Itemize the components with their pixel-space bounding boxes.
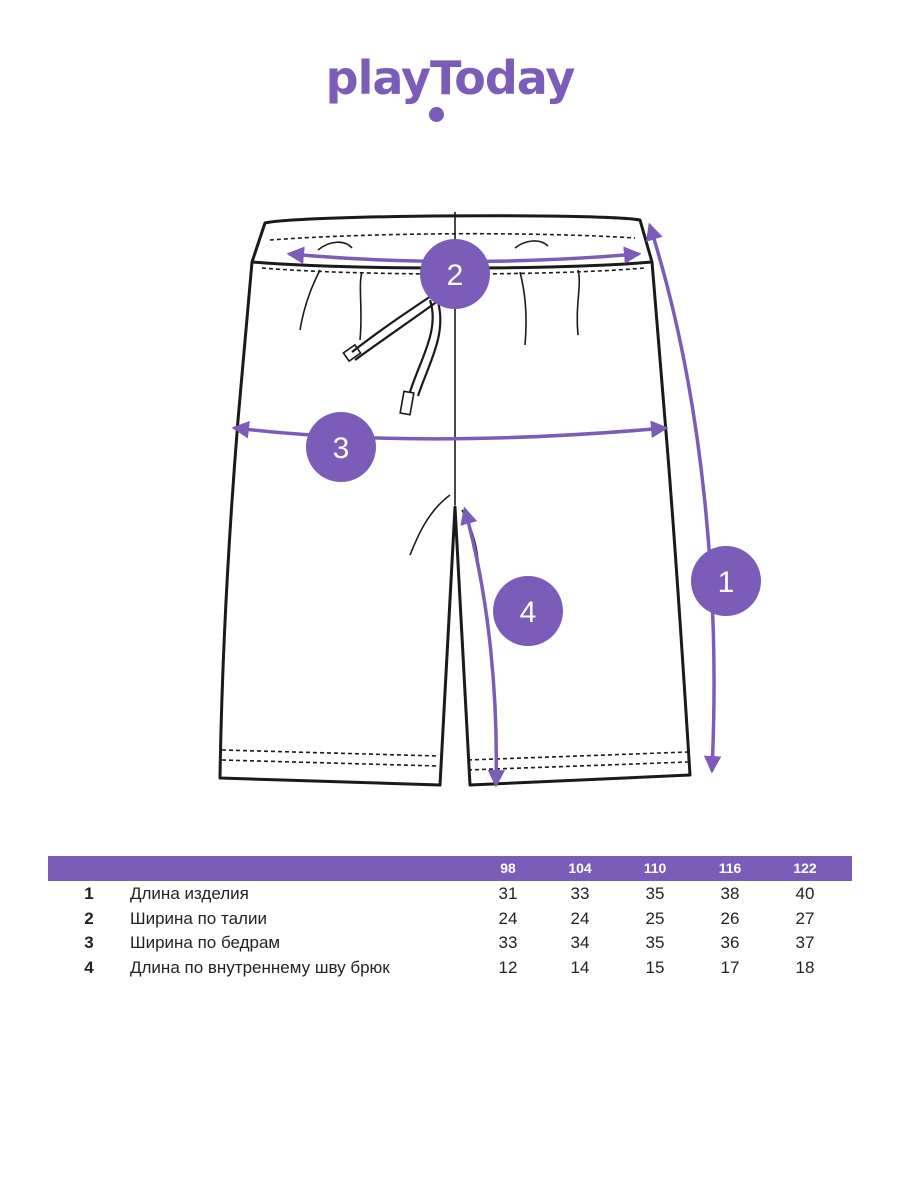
arrow-inseam [460, 506, 506, 788]
table-row: 1 Длина изделия 31 33 35 38 40 [48, 881, 852, 906]
row-label: Ширина по бедрам [130, 933, 281, 952]
row-value: 35 [645, 884, 665, 903]
drawstring-right [408, 299, 434, 393]
row-number: 1 [84, 884, 94, 903]
row-value: 33 [498, 933, 518, 952]
row-value: 14 [570, 957, 590, 977]
arrow-hips [231, 420, 669, 441]
marker-2-label: 2 [447, 259, 464, 292]
table-row: 4 Длина по внутреннему шву брюк 12 14 15… [48, 955, 852, 980]
marker-1: 1 [691, 546, 761, 616]
size-header: 110 [643, 860, 667, 876]
arrow-length [645, 222, 722, 774]
marker-1-label: 1 [718, 566, 735, 599]
shorts-diagram: 1 2 3 4 [218, 212, 761, 788]
row-value: 33 [570, 884, 590, 903]
marker-4: 4 [493, 576, 563, 646]
row-value: 31 [498, 884, 518, 903]
waistband-stitch-top [269, 232, 636, 241]
marker-3: 3 [306, 412, 376, 482]
row-value: 27 [795, 908, 815, 928]
size-header: 104 [568, 860, 592, 876]
row-label: Длина изделия [130, 884, 249, 903]
row-value: 15 [645, 957, 665, 977]
row-value: 38 [720, 884, 740, 903]
row-value: 35 [645, 933, 665, 952]
row-value: 24 [570, 908, 590, 928]
hem-stitch-left [221, 749, 439, 757]
row-value: 24 [498, 908, 518, 928]
row-value: 25 [645, 908, 665, 928]
row-label: Длина по внутреннему шву брюк [130, 957, 390, 977]
row-value: 12 [498, 957, 518, 977]
table-row: 3 Ширина по бедрам 33 34 35 36 37 [48, 930, 852, 955]
row-label: Ширина по талии [130, 908, 267, 928]
size-header: 122 [793, 860, 817, 876]
row-value: 36 [720, 933, 740, 952]
brand-logo: playToday [0, 50, 900, 106]
row-value: 18 [795, 957, 815, 977]
row-value: 37 [795, 933, 815, 952]
row-number: 3 [84, 933, 94, 952]
marker-3-label: 3 [333, 432, 350, 465]
brand-logo-text: playToday [325, 51, 576, 105]
size-table-header: 98 104 110 116 122 [48, 856, 852, 881]
brand-logo-dot [429, 107, 444, 122]
size-table: 98 104 110 116 122 1 Длина изделия 31 33… [48, 856, 852, 979]
row-value: 17 [720, 957, 740, 977]
marker-4-label: 4 [520, 596, 537, 629]
size-header: 116 [718, 860, 742, 876]
marker-2: 2 [420, 239, 490, 309]
row-value: 26 [720, 908, 740, 928]
row-value: 34 [570, 933, 590, 952]
hem-stitch-left-2 [221, 759, 439, 767]
size-header: 98 [500, 860, 516, 876]
drawstring-right-2 [416, 301, 442, 397]
table-row: 2 Ширина по талии 24 24 25 26 27 [48, 906, 852, 931]
row-number: 2 [84, 908, 94, 928]
row-number: 4 [84, 957, 94, 977]
row-value: 40 [795, 884, 815, 903]
